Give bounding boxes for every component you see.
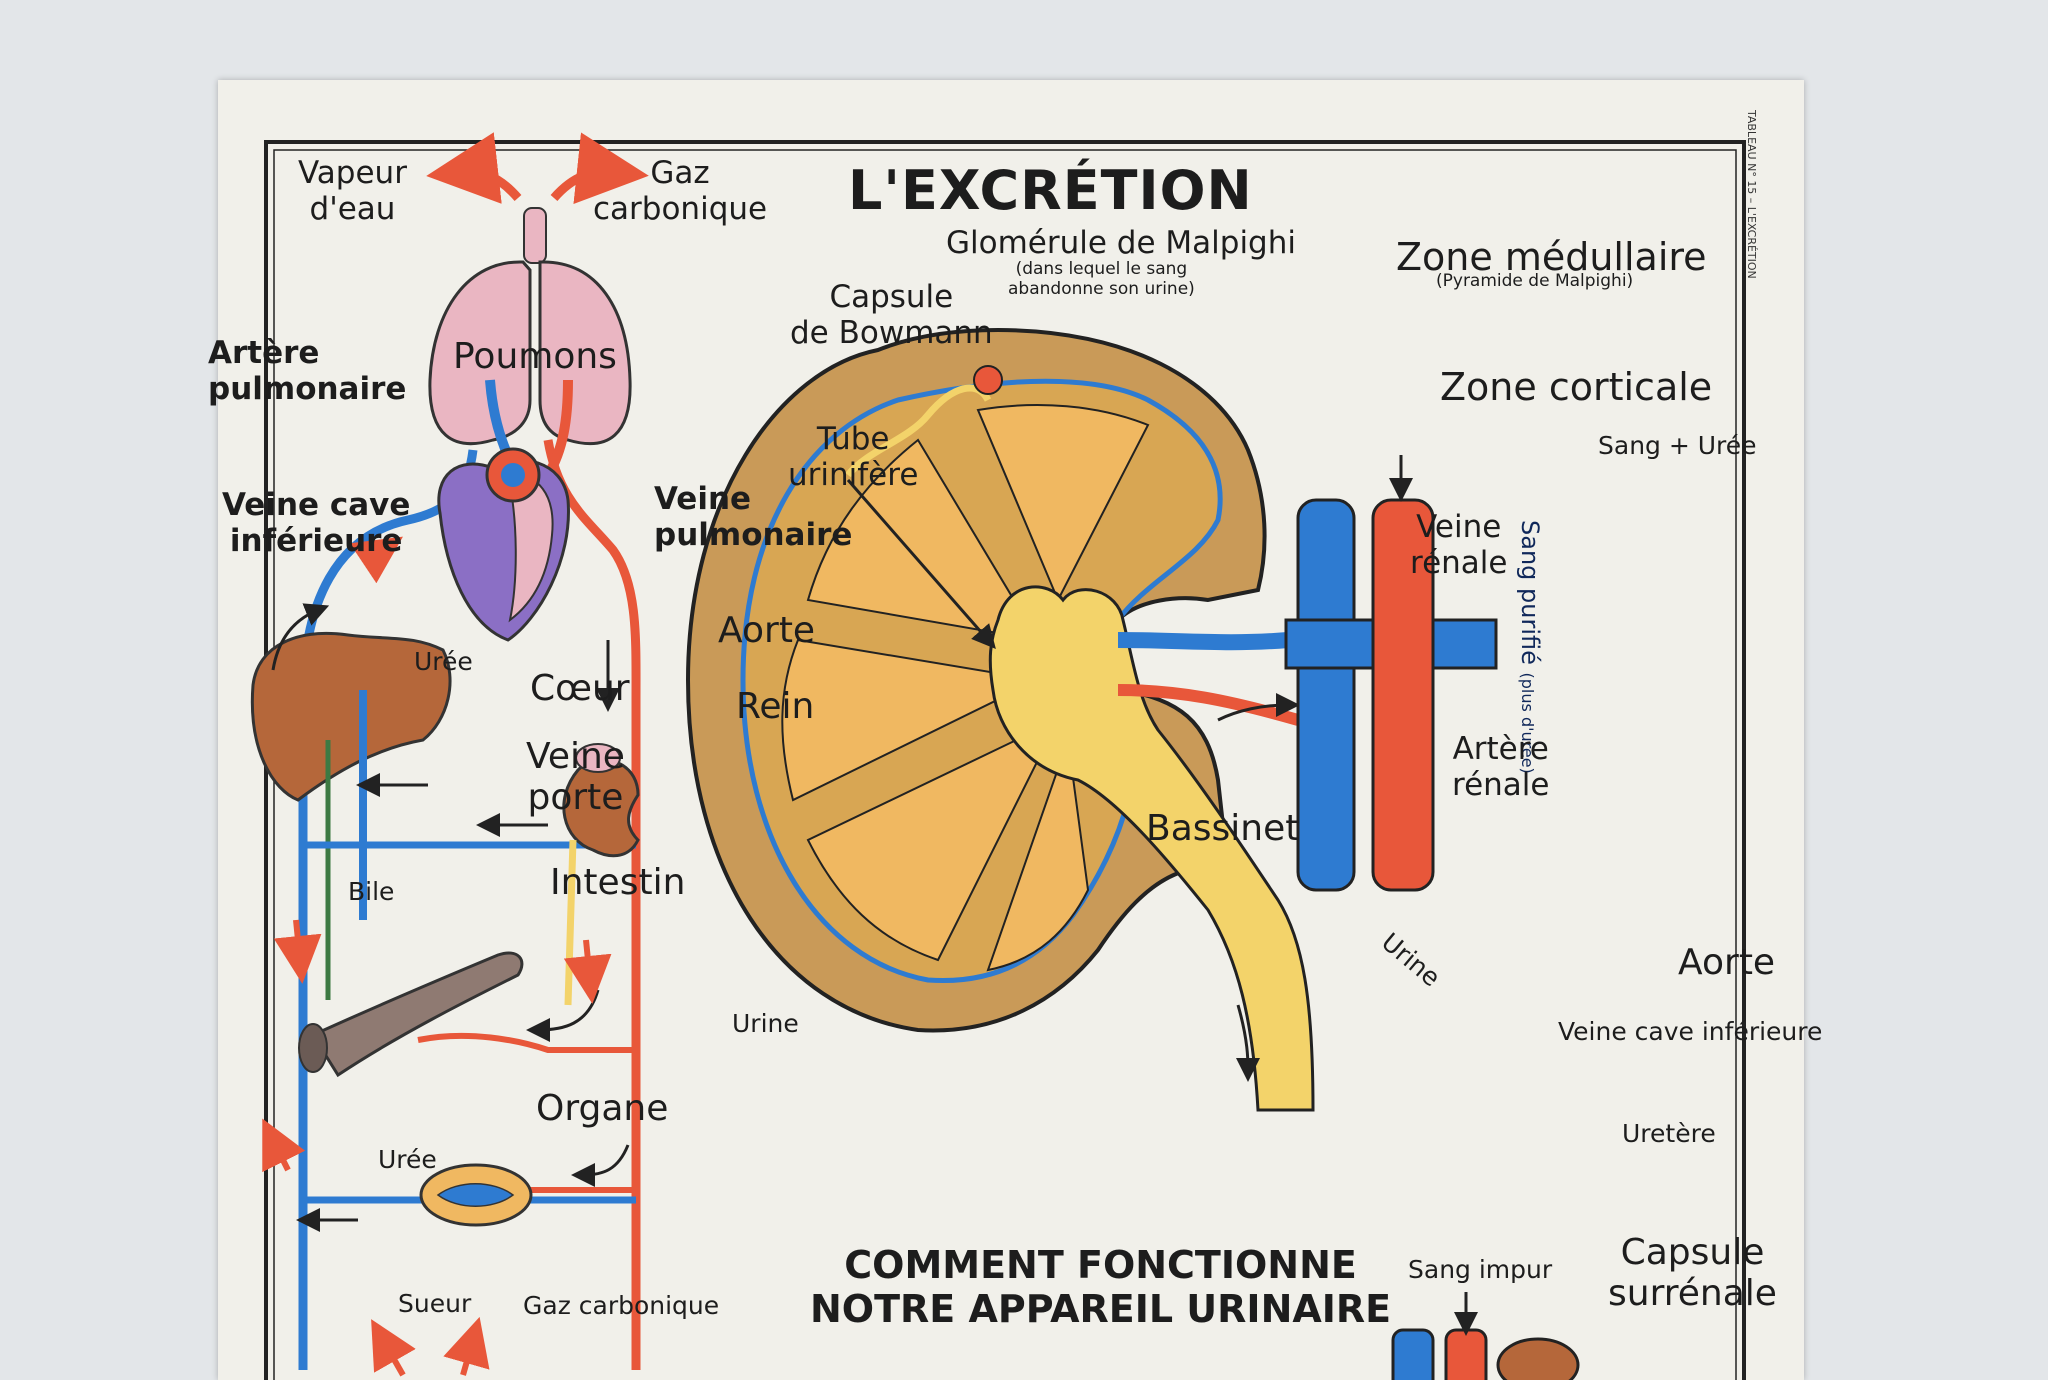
label-sang-uree: Sang + Urée — [1598, 431, 1757, 460]
label-veine-cave-inferieure-right: Veine cave inférieure — [1558, 1017, 1823, 1046]
glomerulus — [973, 365, 1003, 395]
pyramid — [781, 638, 1042, 802]
preview-adrenal — [1496, 1337, 1580, 1380]
label-uretere: Uretère — [1622, 1119, 1716, 1148]
label-zone-medullaire-note: (Pyramide de Malpighi) — [1436, 271, 1634, 291]
label-uree-organe: Urée — [378, 1145, 437, 1174]
sueur-arrow — [371, 1319, 416, 1377]
small-adrenal — [575, 743, 621, 773]
pulmonary-vein — [543, 379, 573, 478]
trachea — [523, 207, 547, 264]
pyramid — [986, 739, 1090, 972]
circulation-diagram — [250, 132, 649, 1377]
label-aorte-right: Aorte — [1678, 942, 1776, 983]
excretion-poster: L'EXCRÉTION TABLEAU N° 15 – L'EXCRÉTION … — [208, 80, 1822, 1380]
right-lung — [538, 260, 632, 446]
renal-artery — [1117, 684, 1300, 726]
label-bile: Bile — [348, 877, 395, 906]
label-aorte: Aorte — [718, 610, 816, 651]
renal-vein — [1117, 632, 1289, 651]
gaz-out-arrow — [443, 1316, 490, 1376]
label-uree: Urée — [414, 647, 473, 676]
heart-vessel-core — [501, 463, 525, 487]
label-glomerule: Glomérule de Malpighi — [946, 225, 1296, 261]
uree-arrow — [349, 536, 403, 584]
small-kidney — [562, 758, 640, 858]
label-poumons: Poumons — [453, 336, 617, 377]
flow-arrow — [271, 603, 330, 671]
label-organe: Organe — [536, 1088, 669, 1129]
label-sang-impur: Sang impur — [1408, 1255, 1553, 1284]
vena-cava-inferior — [1296, 498, 1356, 892]
label-intestin: Intestin — [550, 862, 686, 903]
aorta-loop — [543, 439, 641, 1370]
vapeur-arrow — [426, 132, 522, 204]
pyramid — [806, 717, 1061, 962]
organ-capillaries — [436, 1183, 515, 1207]
preview-aorta — [1444, 1328, 1488, 1380]
heart-right-side — [506, 473, 554, 623]
label-coeur: Cœur — [530, 668, 630, 709]
label-gaz-carbonique-2: Gaz carbonique — [523, 1291, 720, 1320]
flow-arrow — [1217, 693, 1300, 722]
label-rein: Rein — [736, 686, 815, 727]
poster-title: L'EXCRÉTION — [848, 159, 1253, 222]
uree-arrow-2 — [262, 1118, 306, 1173]
urinary-system-preview — [1391, 1292, 1580, 1380]
kidney-section — [685, 327, 1498, 1112]
frame-border — [264, 140, 1746, 1380]
label-zone-corticale: Zone corticale — [1440, 365, 1713, 409]
label-sueur: Sueur — [398, 1289, 472, 1318]
flow-arrow — [846, 479, 996, 650]
nephron-tubule — [845, 384, 992, 478]
pyramid — [806, 438, 1040, 642]
bassinet — [988, 585, 1315, 1112]
intestinal-artery — [417, 1032, 636, 1053]
liver — [250, 631, 452, 802]
side-reference: TABLEAU N° 15 – L'EXCRÉTION — [1745, 110, 1758, 279]
label-bassinet: Bassinet — [1146, 808, 1300, 849]
flow-arrow — [571, 1144, 630, 1187]
urine-arrow — [563, 939, 612, 1004]
poster-artwork — [250, 132, 1746, 1380]
label-urine-left: Urine — [732, 1009, 799, 1038]
intestine-opening — [298, 1023, 328, 1073]
label-zone-medullaire: Zone médullaire — [1396, 235, 1707, 279]
preview-vein — [1391, 1328, 1435, 1380]
intestine — [310, 951, 524, 1078]
pyramid — [976, 404, 1150, 603]
bile-arrow — [273, 919, 322, 984]
left-lung — [428, 260, 532, 446]
gaz-arrow — [550, 132, 649, 205]
urine-flow-arrow — [1235, 1004, 1260, 1082]
